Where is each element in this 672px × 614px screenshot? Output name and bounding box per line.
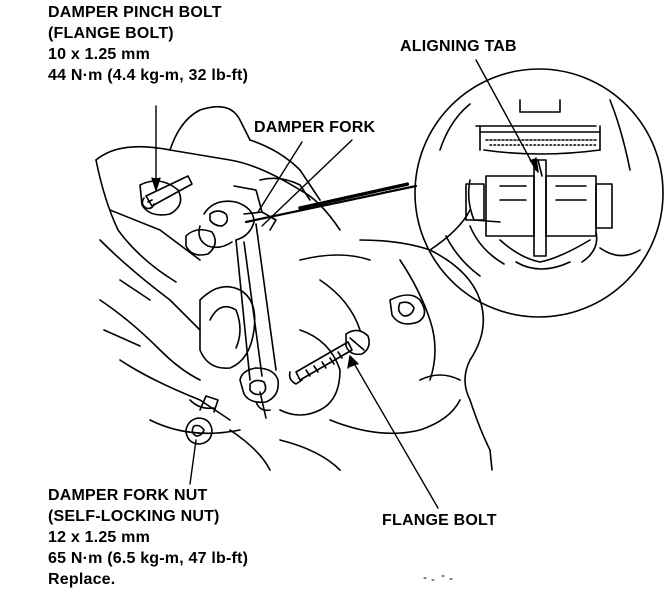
aligning-tab-name: ALIGNING TAB <box>400 38 517 55</box>
pinch-bolt-subname: (FLANGE BOLT) <box>48 25 174 42</box>
damper-pinch-bolt-drawing <box>141 175 193 210</box>
fork-nut-torque: 65 N·m (6.5 kg-m, 47 lb-ft) <box>48 550 249 567</box>
damper-fork-name: DAMPER FORK <box>254 119 376 136</box>
aligning-tab-detail-view <box>414 68 664 318</box>
damper-fork-drawing <box>198 185 280 419</box>
damper-fork-leader-1 <box>257 141 303 213</box>
fork-nut-name: DAMPER FORK NUT <box>48 487 208 504</box>
damper-pinch-bolt-callout: DAMPER PINCH BOLT (FLANGE BOLT) 10 x 1.2… <box>48 2 248 86</box>
flange-bolt-leader <box>351 359 439 509</box>
damper-fork-leader-2 <box>261 139 353 227</box>
chassis-outline <box>95 105 493 471</box>
fork-nut-leader <box>189 439 197 485</box>
pinch-bolt-torque: 44 N·m (4.4 kg-m, 32 lb-ft) <box>48 67 249 84</box>
fork-nut-note: Replace. <box>48 571 116 588</box>
leader-lines <box>151 59 539 509</box>
fork-nut-size: 12 x 1.25 mm <box>48 529 151 546</box>
flange-bolt-drawing <box>288 329 370 385</box>
detail-zoom-arrow <box>244 182 418 224</box>
flange-bolt-name: FLANGE BOLT <box>382 512 497 529</box>
flange-bolt-callout: FLANGE BOLT <box>382 510 497 531</box>
fork-nut-subname: (SELF-LOCKING NUT) <box>48 508 220 525</box>
damper-fork-callout: DAMPER FORK <box>254 117 375 138</box>
damper-fork-nut-drawing <box>185 395 219 445</box>
scan-specks <box>423 575 453 581</box>
pinch-bolt-name: DAMPER PINCH BOLT <box>48 4 222 21</box>
aligning-tab-callout: ALIGNING TAB <box>400 36 517 57</box>
damper-fork-nut-callout: DAMPER FORK NUT (SELF-LOCKING NUT) 12 x … <box>48 485 248 590</box>
aligning-tab-leader <box>475 59 537 171</box>
pinch-bolt-size: 10 x 1.25 mm <box>48 46 151 63</box>
